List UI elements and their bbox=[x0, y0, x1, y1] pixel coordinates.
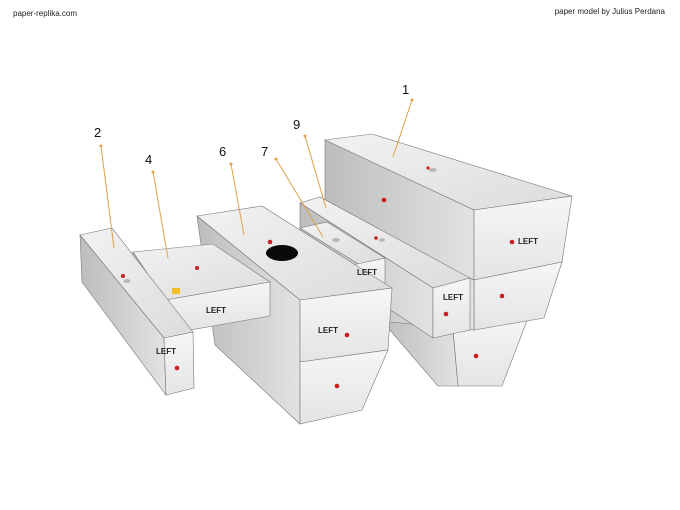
leader-lines bbox=[99, 98, 414, 259]
part-numbers: 1 2 4 6 7 9 bbox=[94, 82, 409, 167]
part-number-7: 7 bbox=[261, 144, 268, 159]
part-6-hole bbox=[266, 245, 298, 261]
left-label: LEFT bbox=[156, 347, 176, 356]
left-label: LEFT bbox=[206, 306, 226, 315]
alignment-marker bbox=[172, 288, 180, 294]
marker-dots bbox=[121, 166, 515, 389]
part-number-9: 9 bbox=[293, 117, 300, 132]
part-2-block bbox=[79, 227, 195, 396]
left-label: LEFT bbox=[518, 237, 538, 246]
part-number-4: 4 bbox=[145, 152, 152, 167]
model-credit: paper model by Julius Perdana bbox=[554, 7, 665, 16]
part-number-6: 6 bbox=[219, 144, 226, 159]
left-label: LEFT bbox=[357, 268, 377, 277]
part-number-2: 2 bbox=[94, 125, 101, 140]
left-label: LEFT bbox=[318, 326, 338, 335]
left-label: LEFT bbox=[443, 293, 463, 302]
part-number-1: 1 bbox=[402, 82, 409, 97]
site-url: paper-replika.com bbox=[13, 9, 78, 18]
left-labels: LEFT LEFT LEFT LEFT LEFT LEFT bbox=[156, 237, 538, 356]
small-holes bbox=[123, 168, 437, 283]
